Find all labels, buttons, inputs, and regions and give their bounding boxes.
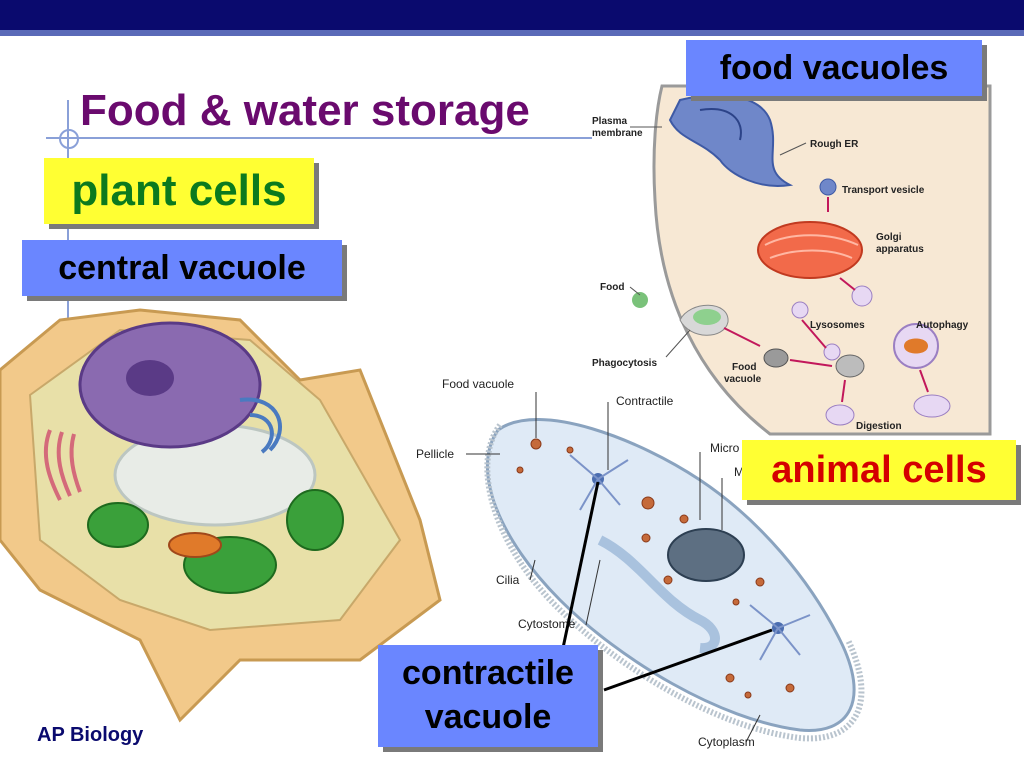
contractile-line-2: vacuole xyxy=(424,698,552,736)
header-bar xyxy=(0,0,1024,30)
title-rule xyxy=(46,137,606,139)
animal-cells-label: animal cells xyxy=(742,440,1016,500)
label-cytoplasm: Cytoplasm xyxy=(698,735,755,749)
label-autophagy: Autophagy xyxy=(916,320,969,331)
pointer-line-2 xyxy=(603,628,773,692)
header-accent-bar xyxy=(0,30,1024,36)
footer-ap-biology: AP Biology xyxy=(37,724,144,746)
label-golgi-2: apparatus xyxy=(876,244,924,255)
slide-title: Food & water storage xyxy=(80,86,530,135)
contractile-line-1: contractile xyxy=(402,654,574,692)
label-pellicle: Pellicle xyxy=(416,447,454,461)
food-vacuoles-label: food vacuoles xyxy=(686,40,982,96)
central-vacuole-label: central vacuole xyxy=(22,240,342,296)
label-plasma-2: membrane xyxy=(592,128,643,139)
label-plasma-1: Plasma xyxy=(592,116,627,127)
label-food-vacuole: Food vacuole xyxy=(442,377,514,391)
label-m: M xyxy=(734,465,744,479)
crosshair-circle xyxy=(59,129,79,149)
label-contractile: Contractile xyxy=(616,394,674,408)
central-vacuole-text: central vacuole xyxy=(58,249,306,287)
label-food: Food xyxy=(600,282,624,293)
label-rough-er: Rough ER xyxy=(810,139,859,150)
label-golgi-1: Golgi xyxy=(876,232,902,243)
label-digestion: Digestion xyxy=(856,421,902,432)
label-transport-vesicle: Transport vesicle xyxy=(842,185,925,196)
label-micro: Micro xyxy=(710,441,740,455)
plant-cells-label: plant cells xyxy=(44,158,314,224)
label-phagocytosis: Phagocytosis xyxy=(592,358,657,369)
pointer-line-1 xyxy=(561,481,600,649)
contractile-vacuole-label: contractile vacuole xyxy=(378,645,598,747)
label-cytostome: Cytostome xyxy=(518,617,576,631)
endomembrane-diagram: Plasma membrane Rough ER Transport vesic… xyxy=(592,84,992,436)
label-food-vacuole-1: Food xyxy=(732,362,756,373)
plant-cell-diagram xyxy=(0,308,442,723)
label-lysosomes: Lysosomes xyxy=(810,320,865,331)
label-food-vacuole-2: vacuole xyxy=(724,374,762,385)
paramecium-diagram: Food vacuole Contractile Pellicle Micro … xyxy=(416,377,865,749)
label-cilia: Cilia xyxy=(496,573,520,587)
